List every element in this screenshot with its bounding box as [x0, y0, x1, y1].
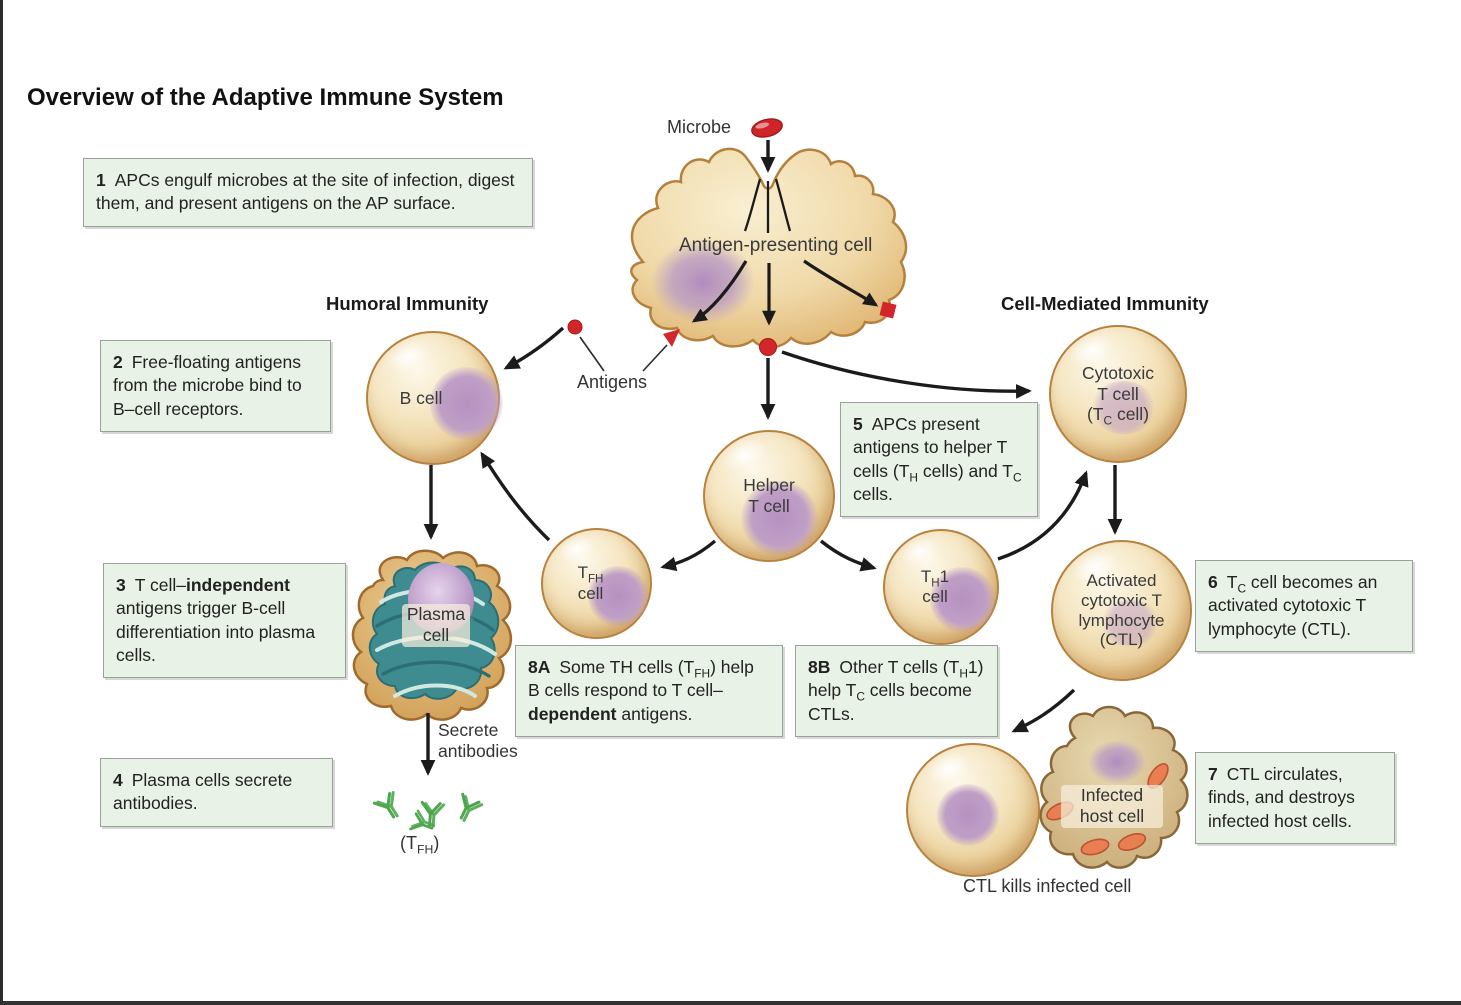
step-number: 2 — [113, 352, 123, 372]
apc-ingest-line — [774, 178, 792, 232]
actl-label-3: lymphocyte — [1078, 610, 1165, 630]
heading-humoral: Humoral Immunity — [326, 293, 489, 314]
helper-label-1: Helper — [743, 475, 795, 496]
tfh-label-2: cell — [577, 583, 604, 603]
step-text: APCs present antigens to helper T cells … — [853, 414, 1022, 504]
b-cell-nucleus — [430, 366, 504, 440]
step-text: CTL circulates, finds, and destroys infe… — [1208, 764, 1355, 831]
step-number: 1 — [96, 170, 106, 190]
step-number: 7 — [1208, 764, 1218, 784]
tfh-cell: TFH cell — [541, 528, 652, 639]
actl-nucleus — [1099, 599, 1160, 647]
apc-internal-arrow-right — [803, 259, 879, 307]
antigen-triangle — [663, 329, 680, 347]
antigens-label: Antigens — [577, 372, 648, 392]
tfh-label-1: TFH — [577, 563, 604, 586]
cytotoxic-t-cell: Cytotoxic T cell (TC cell) — [1049, 325, 1187, 463]
activated-ctl-cell: Activated cytotoxic T lymphocyte (CTL) — [1051, 540, 1192, 681]
tc-nucleus — [1091, 380, 1156, 435]
th1-cell: TH1 cell — [883, 529, 999, 645]
step-text: T cell–independent antigens trigger B-ce… — [116, 575, 316, 665]
arrow-tfh-to-bcell — [480, 451, 551, 542]
tc-label-3: (TC cell) — [1086, 404, 1150, 428]
microbe-icon — [751, 118, 783, 138]
b-cell-label: B cell — [399, 387, 443, 408]
apc-label: Antigen-presenting cell — [679, 235, 873, 256]
step-text: Other T cells (TH1) help TC cells become… — [808, 657, 984, 724]
er-streak — [393, 683, 477, 698]
step-number: 6 — [1208, 572, 1218, 592]
tfh-antibody-label: (TFH) — [400, 833, 440, 857]
apc-internal-arrow-left — [691, 260, 748, 323]
helper-t-cell: Helper T cell — [703, 430, 835, 562]
step-text: Plasma cells secrete antibodies. — [113, 770, 293, 814]
er-streak — [381, 660, 491, 678]
antigen-dot-left — [567, 319, 583, 335]
heading-cell-mediated: Cell-Mediated Immunity — [1001, 293, 1209, 314]
ctl-kills-label: CTL kills infected cell — [963, 876, 1132, 896]
actl-label-1: Activated — [1086, 571, 1157, 591]
er-streak — [379, 588, 485, 606]
ctl-cell — [906, 743, 1040, 877]
step-number: 3 — [116, 575, 126, 595]
step-text: TC cell becomes an activated cytotoxic T… — [1208, 572, 1378, 639]
microbe-label: Microbe — [667, 117, 732, 137]
tc-label-1: Cytotoxic — [1082, 363, 1154, 384]
step-number: 8B — [808, 657, 831, 677]
arrow-actl-to-ctl — [1011, 688, 1076, 733]
th1-label-2: cell — [922, 587, 948, 606]
helper-nucleus — [740, 480, 818, 555]
actl-label-4: (CTL) — [1099, 630, 1144, 650]
th1-label-1: TH1 — [920, 566, 950, 590]
step-number: 8A — [528, 657, 551, 677]
arrow-antigen-to-bcell — [503, 326, 565, 370]
step-text: APCs engulf microbes at the site of infe… — [96, 170, 515, 214]
antigen-square — [879, 301, 897, 319]
antigens-leader-left — [579, 336, 605, 372]
step-number: 4 — [113, 770, 123, 790]
helper-label-2: T cell — [748, 496, 790, 516]
step-number: 5 — [853, 414, 863, 434]
apc-ingest-line — [743, 178, 762, 232]
arrow-apc-to-tc — [781, 350, 1032, 399]
antigen-dot-center — [759, 338, 777, 356]
step-text: Free-floating antigens from the microbe … — [113, 352, 302, 419]
th1-nucleus — [929, 566, 995, 632]
page-title: Overview of the Adaptive Immune System — [27, 84, 504, 111]
tfh-nucleus — [587, 566, 648, 627]
antigens-leader-right — [642, 344, 668, 372]
actl-label-2: cytotoxic T — [1081, 590, 1162, 610]
ctl-nucleus — [936, 784, 999, 847]
step-text: Some TH cells (TFH) help B cells respond… — [528, 657, 754, 724]
tc-label-2: T cell — [1097, 383, 1139, 404]
infected-nucleus — [1088, 740, 1146, 784]
b-cell: B cell — [366, 331, 504, 465]
